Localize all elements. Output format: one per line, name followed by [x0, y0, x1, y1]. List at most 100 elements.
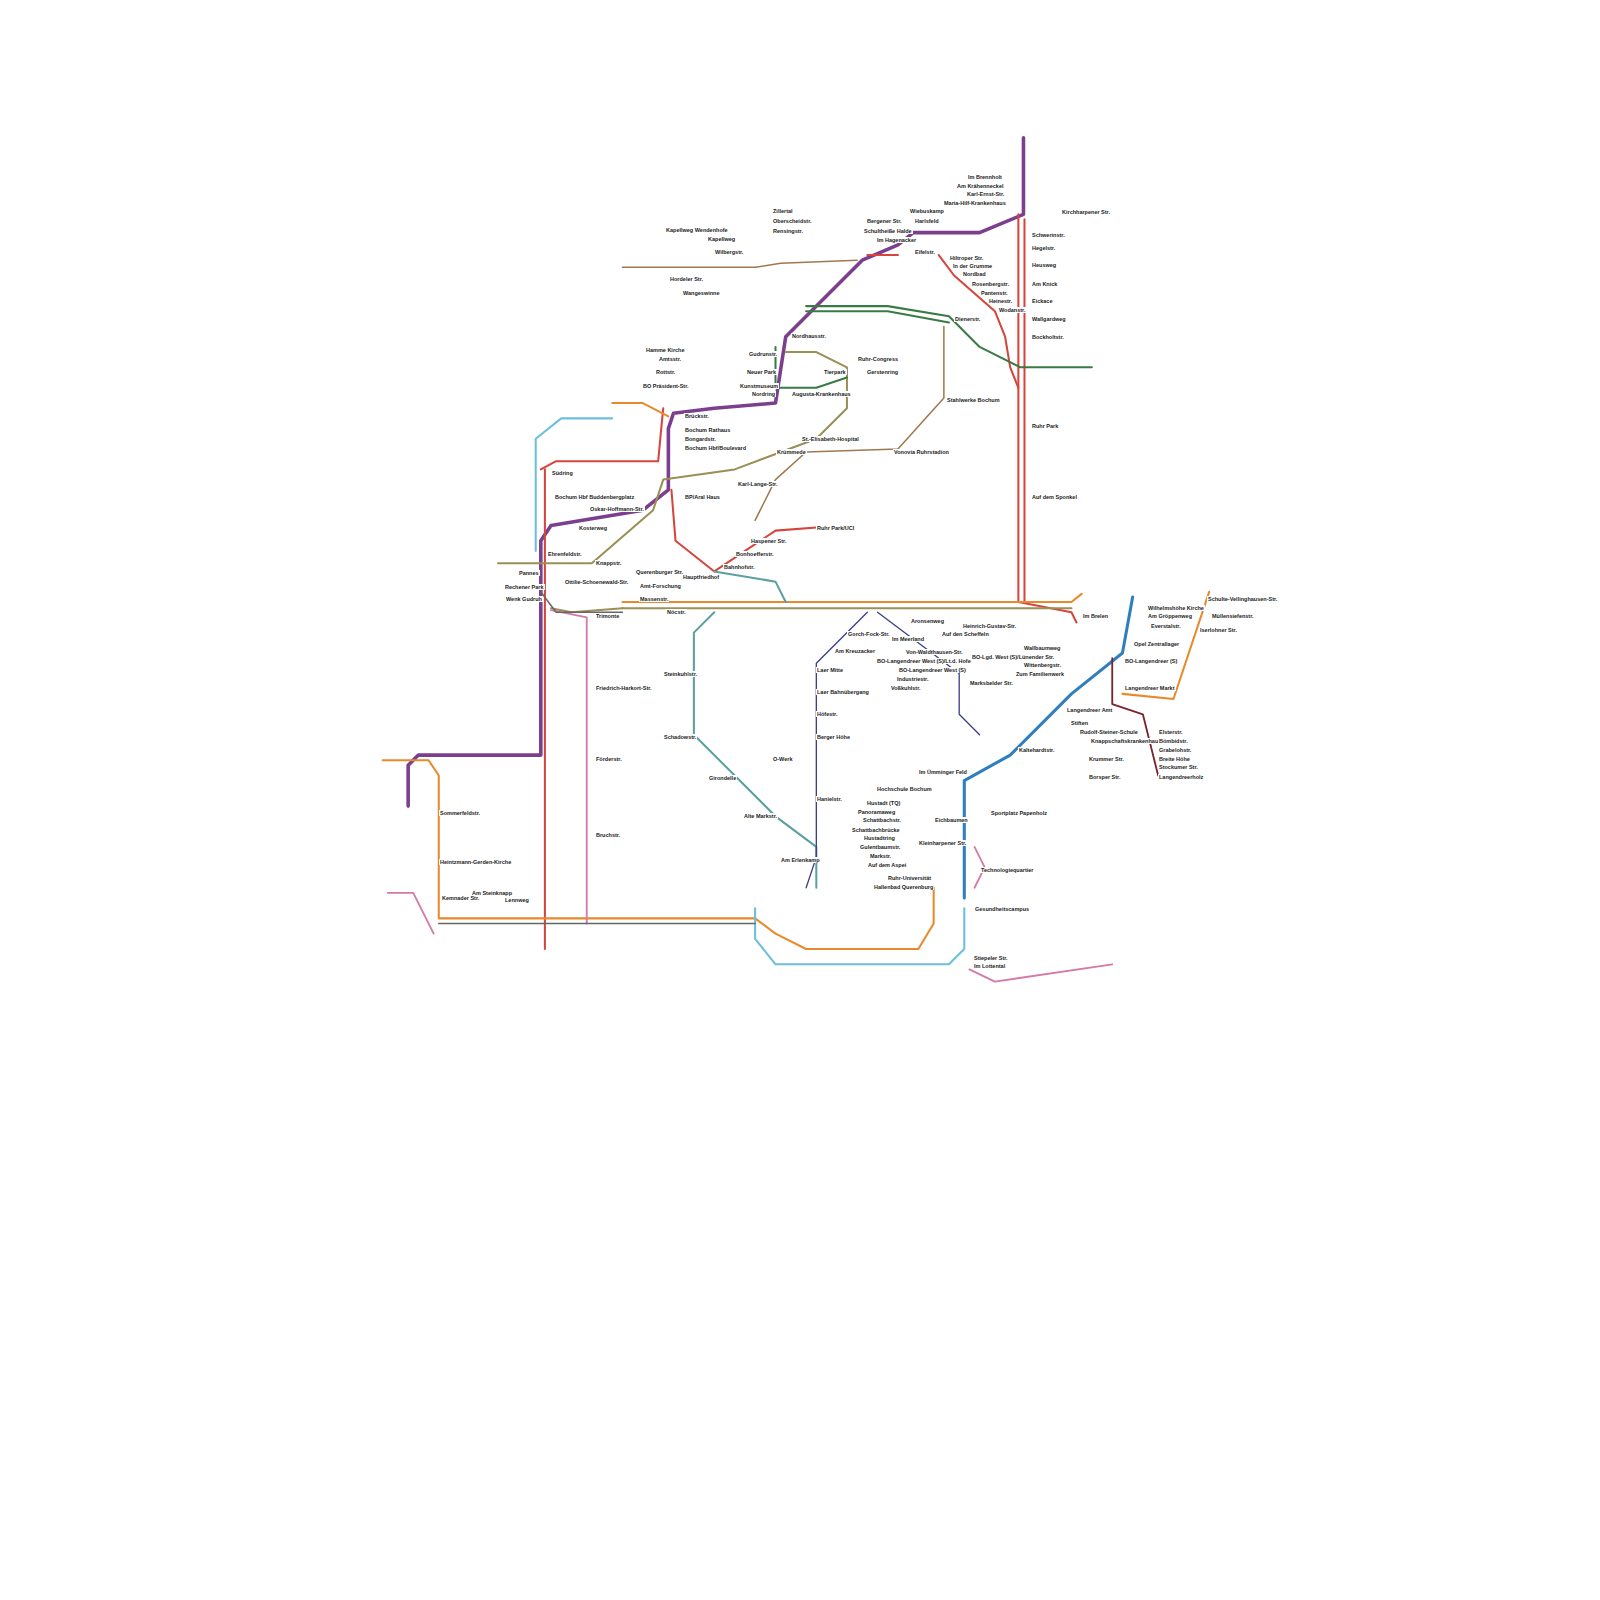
station-label: Auf dem Sponkel — [1031, 494, 1078, 500]
station-label: Bockholtstr. — [1031, 334, 1065, 340]
station-label: Karl-Ernst-Str. — [966, 191, 1005, 197]
station-label: BO Präsident-Str. — [642, 383, 690, 389]
station-label: Maria-Hilf-Krankenhaus — [943, 200, 1007, 206]
station-label: Zillertal — [772, 208, 794, 214]
station-label: Nordring — [751, 391, 776, 397]
station-label: Wittenbergstr. — [1023, 662, 1062, 668]
station-label: Langendreer Markt — [1124, 685, 1176, 691]
brown-line — [622, 260, 943, 520]
station-label: Wiebuskamp — [909, 208, 945, 214]
station-label: Stiepeler Str. — [973, 955, 1009, 961]
station-label: Dienerstr. — [954, 316, 981, 322]
station-label: Hamme Kirche — [645, 347, 686, 353]
station-label: Alte Markstr. — [743, 813, 778, 819]
station-label: Heinestr. — [988, 298, 1013, 304]
station-label: Am Kreuzacker — [834, 648, 876, 654]
teal-line — [694, 571, 816, 887]
station-label: Ottilie-Schoenewald-Str. — [564, 579, 629, 585]
station-label: Nordbad — [962, 271, 987, 277]
station-label: Auf den Scheffeln — [941, 631, 990, 637]
station-label: Bochum Hbf/Boulevard — [684, 445, 747, 451]
station-label: In der Grumme — [952, 263, 993, 269]
station-label: Stockumer Str. — [1158, 764, 1199, 770]
station-label: Wodanstr. — [998, 307, 1027, 313]
station-label: Brückstr. — [684, 413, 710, 419]
station-label: Vonovia Ruhrstadion — [893, 449, 950, 455]
station-label: Girondelle — [708, 775, 737, 781]
grey-line — [439, 592, 755, 924]
station-label: Gerstenring — [866, 369, 899, 375]
station-label: Kaltehardtstr. — [1018, 747, 1055, 753]
station-label: Grabelohstr. — [1158, 747, 1192, 753]
station-label: Am Krähenneckel — [956, 183, 1004, 189]
station-label: Im Meerland — [891, 636, 925, 642]
station-label: Wenk Gudruh — [505, 596, 543, 602]
station-label: Laer Mitte — [816, 667, 844, 673]
station-label: Ruhr-Universität — [887, 875, 932, 881]
station-label: Berger Höhe — [816, 734, 851, 740]
station-label: Gudrunstr. — [748, 351, 778, 357]
station-label: Auf dem Aspei — [867, 862, 907, 868]
station-label: Krümmede — [776, 449, 807, 455]
navy-line — [806, 612, 979, 888]
station-label: Heinrich-Gustav-Str. — [962, 623, 1017, 629]
station-label: Rensingstr. — [772, 228, 804, 234]
station-label: Knappschaftskrankenhaus — [1090, 738, 1162, 744]
station-label: Im Ümminger Feld — [918, 769, 968, 775]
station-label: Augusta-Krankenhaus — [791, 391, 852, 397]
station-label: Kapellweg — [707, 236, 736, 242]
station-label: Im Brelen — [1082, 613, 1109, 619]
station-label: Schattbachbrücke — [851, 827, 901, 833]
station-label: Opel Zentrallager — [1133, 641, 1180, 647]
pink-line — [388, 610, 1112, 981]
station-label: Rudolf-Steiner-Schule — [1079, 729, 1139, 735]
station-label: BO-Langendreer West (S)/Lt.d. Hofe — [876, 658, 972, 664]
station-label: Bruchstr. — [595, 832, 621, 838]
station-label: Tierpark — [823, 369, 847, 375]
station-label: Hordeler Str. — [669, 276, 704, 282]
station-label: Hauptfriedhof — [682, 574, 720, 580]
station-label: Rechener Park — [504, 584, 545, 590]
station-label: Eickace — [1031, 298, 1054, 304]
station-label: Iserlohner Str. — [1199, 627, 1238, 633]
station-label: Elsterstr. — [1158, 729, 1184, 735]
station-label: Eifelstr. — [914, 249, 936, 255]
station-label: Marksbelder Str. — [969, 680, 1014, 686]
blue-line — [964, 597, 1132, 898]
station-label: Nordhausstr. — [791, 333, 827, 339]
station-label: Schulte-Vellinghausen-Str. — [1207, 596, 1278, 602]
station-label: Bergener Str. — [866, 218, 903, 224]
station-label: BO-Langendreer (S) — [1124, 658, 1178, 664]
station-label: Knappstr. — [595, 560, 622, 566]
station-label: Ruhr Park — [1031, 423, 1059, 429]
station-label: Rosenbergstr. — [971, 281, 1010, 287]
station-label: Am Gröppenweg — [1147, 613, 1193, 619]
station-label: Bochum Rathaus — [684, 427, 731, 433]
station-label: Schwerinstr. — [1031, 232, 1066, 238]
station-label: Gorch-Fock-Str. — [847, 631, 891, 637]
station-label: Ruhr-Congress — [857, 356, 899, 362]
station-label: Panoramaweg — [857, 809, 896, 815]
station-label: BO-Langendreer West (S) — [898, 667, 967, 673]
station-label: BP/Aral Haus — [684, 494, 721, 500]
station-label: Ehrenfeldstr. — [547, 551, 583, 557]
station-label: Rottstr. — [655, 369, 676, 375]
station-label: Krummer Str. — [1088, 756, 1125, 762]
station-label: BO-Lgd. West (S)/Lünender Str. — [971, 654, 1055, 660]
station-label: Borsper Str. — [1088, 774, 1121, 780]
station-label: Haspener Str. — [750, 538, 787, 544]
station-label: Wilhelmshöhe Kirche — [1147, 605, 1205, 611]
station-label: Von-Waldthausen-Str. — [905, 649, 964, 655]
purple-line — [408, 138, 1023, 806]
station-label: Wangeswinne — [682, 290, 720, 296]
station-label: Langendreerholz — [1158, 774, 1204, 780]
station-label: Massenstr. — [639, 596, 669, 602]
light-blue-line — [536, 418, 965, 964]
station-label: Bonhoefferstr. — [735, 551, 775, 557]
station-label: Heintzmann-Gerden-Kirche — [439, 859, 512, 865]
station-label: Oberscheidstr. — [772, 218, 813, 224]
station-label: O-Werk — [772, 756, 793, 762]
station-label: Am Steinknapp — [471, 890, 513, 896]
